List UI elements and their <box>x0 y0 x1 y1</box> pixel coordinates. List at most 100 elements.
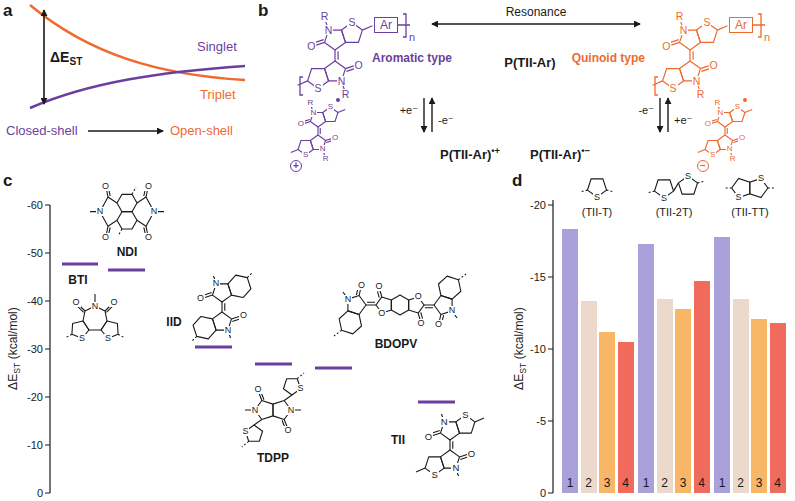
atom-label: R <box>729 155 737 163</box>
atom-label: O <box>414 292 423 301</box>
atom-label: N <box>309 109 317 117</box>
arrow-label: Resonance <box>506 6 567 18</box>
tick-label: -10 <box>530 344 546 355</box>
atom-label: O <box>71 298 80 307</box>
donor-icons <box>580 176 775 198</box>
bar-number: 4 <box>774 477 781 489</box>
bar: 2 <box>733 299 749 493</box>
atom-label: S <box>78 334 86 343</box>
atom-label: O <box>239 311 248 320</box>
bar-number: 1 <box>567 477 574 489</box>
tick-label: -20 <box>27 392 43 403</box>
text-part: •− <box>581 146 590 156</box>
atom-label: N <box>251 406 260 415</box>
atom-label: R <box>307 99 315 107</box>
text-part: (kcal/mol) <box>5 308 19 360</box>
molecule-name: TII <box>391 434 405 446</box>
panel-letter: a <box>3 2 12 19</box>
polymer-structures <box>291 14 766 172</box>
bar-number: 1 <box>643 477 650 489</box>
text-part: ST <box>69 56 82 67</box>
text-part: P(TII-Ar) <box>530 147 581 162</box>
atom-label: S <box>684 172 692 181</box>
atom-label: N <box>679 25 689 36</box>
atom-label: N <box>451 463 460 473</box>
atom-label: O <box>144 182 153 191</box>
bar: 4 <box>694 281 710 493</box>
text-part: ΔE <box>50 49 69 65</box>
repeat-index: n <box>764 32 770 43</box>
substituent-box: Ar <box>729 17 753 33</box>
atom-label: N <box>319 145 327 153</box>
arrow-label: +e⁻ <box>400 105 418 116</box>
bar: 4 <box>618 342 634 493</box>
atom-label: N <box>212 279 221 288</box>
atom-label: S <box>104 334 112 343</box>
atom-label: N <box>287 406 296 415</box>
bar: 1 <box>714 237 730 493</box>
atom-label: S <box>757 174 765 183</box>
atom-label: O <box>709 60 719 71</box>
bar-number: 4 <box>622 477 629 489</box>
atom-label: O <box>661 41 671 52</box>
bar-number: 1 <box>719 477 726 489</box>
atom-label: N <box>150 207 159 216</box>
curve-label: Triplet <box>200 88 236 101</box>
bar: 3 <box>675 309 691 493</box>
text-group: P(TII-Ar)•− <box>530 146 590 162</box>
state-label: Open-shell <box>170 124 233 137</box>
tick-label: -15 <box>530 272 546 283</box>
text-part: ST <box>517 363 527 374</box>
atom-label: N <box>91 302 100 311</box>
atom-label: N <box>324 25 334 36</box>
arrow-label: +e⁻ <box>674 115 692 126</box>
axis-c <box>45 205 50 493</box>
panel-letter: d <box>512 172 522 189</box>
molecule-name: TDPP <box>257 452 289 464</box>
bar: 3 <box>599 332 615 493</box>
box-text: Ar <box>735 19 747 31</box>
text-part: ST <box>11 363 21 374</box>
molecule-name: NDI <box>117 246 138 258</box>
atom-label: O <box>377 309 386 318</box>
box-text: Ar <box>380 19 392 31</box>
arrow-label: -e⁻ <box>638 105 654 116</box>
atom-label: S <box>302 151 309 159</box>
atom-label: S <box>702 17 711 28</box>
atom-label: S <box>669 83 678 94</box>
atom-label: O <box>144 233 153 242</box>
state-label: Closed-shell <box>6 124 78 137</box>
text-group: P(TII-Ar)•+ <box>440 146 500 162</box>
atom-label: S <box>660 194 668 203</box>
axis-title: ΔEST(kcal/mol) <box>6 308 21 391</box>
bar: 2 <box>657 299 673 493</box>
bar-number: 2 <box>585 477 592 489</box>
atom-label: N <box>337 76 347 87</box>
charge-sign: + <box>293 161 299 171</box>
energy-levels <box>62 264 455 402</box>
atom-label: O <box>416 319 425 328</box>
monomer-structures <box>65 187 484 476</box>
atom-label: R <box>320 11 330 22</box>
atom-label: N <box>448 306 457 315</box>
atom-label: N <box>224 326 233 335</box>
panel-letter: c <box>3 172 12 189</box>
substituent-box: Ar <box>374 17 398 33</box>
bar-number: 4 <box>698 477 705 489</box>
tick-label: -40 <box>27 296 43 307</box>
tick-label: -50 <box>27 248 43 259</box>
atom-label: O <box>283 426 292 435</box>
reaction-arrows <box>424 24 668 132</box>
axis-d <box>548 200 553 493</box>
molecule-name: IID <box>166 316 181 328</box>
bar-number: 2 <box>661 477 668 489</box>
atom-label: O <box>109 298 118 307</box>
bar: 3 <box>751 319 767 493</box>
atom-label: N <box>344 295 353 304</box>
molecule-name: BTI <box>68 274 87 286</box>
atom-label: O <box>253 385 262 394</box>
atom-label: R <box>696 89 706 100</box>
tick-label: 0 <box>37 488 43 499</box>
bar: 2 <box>581 301 597 493</box>
